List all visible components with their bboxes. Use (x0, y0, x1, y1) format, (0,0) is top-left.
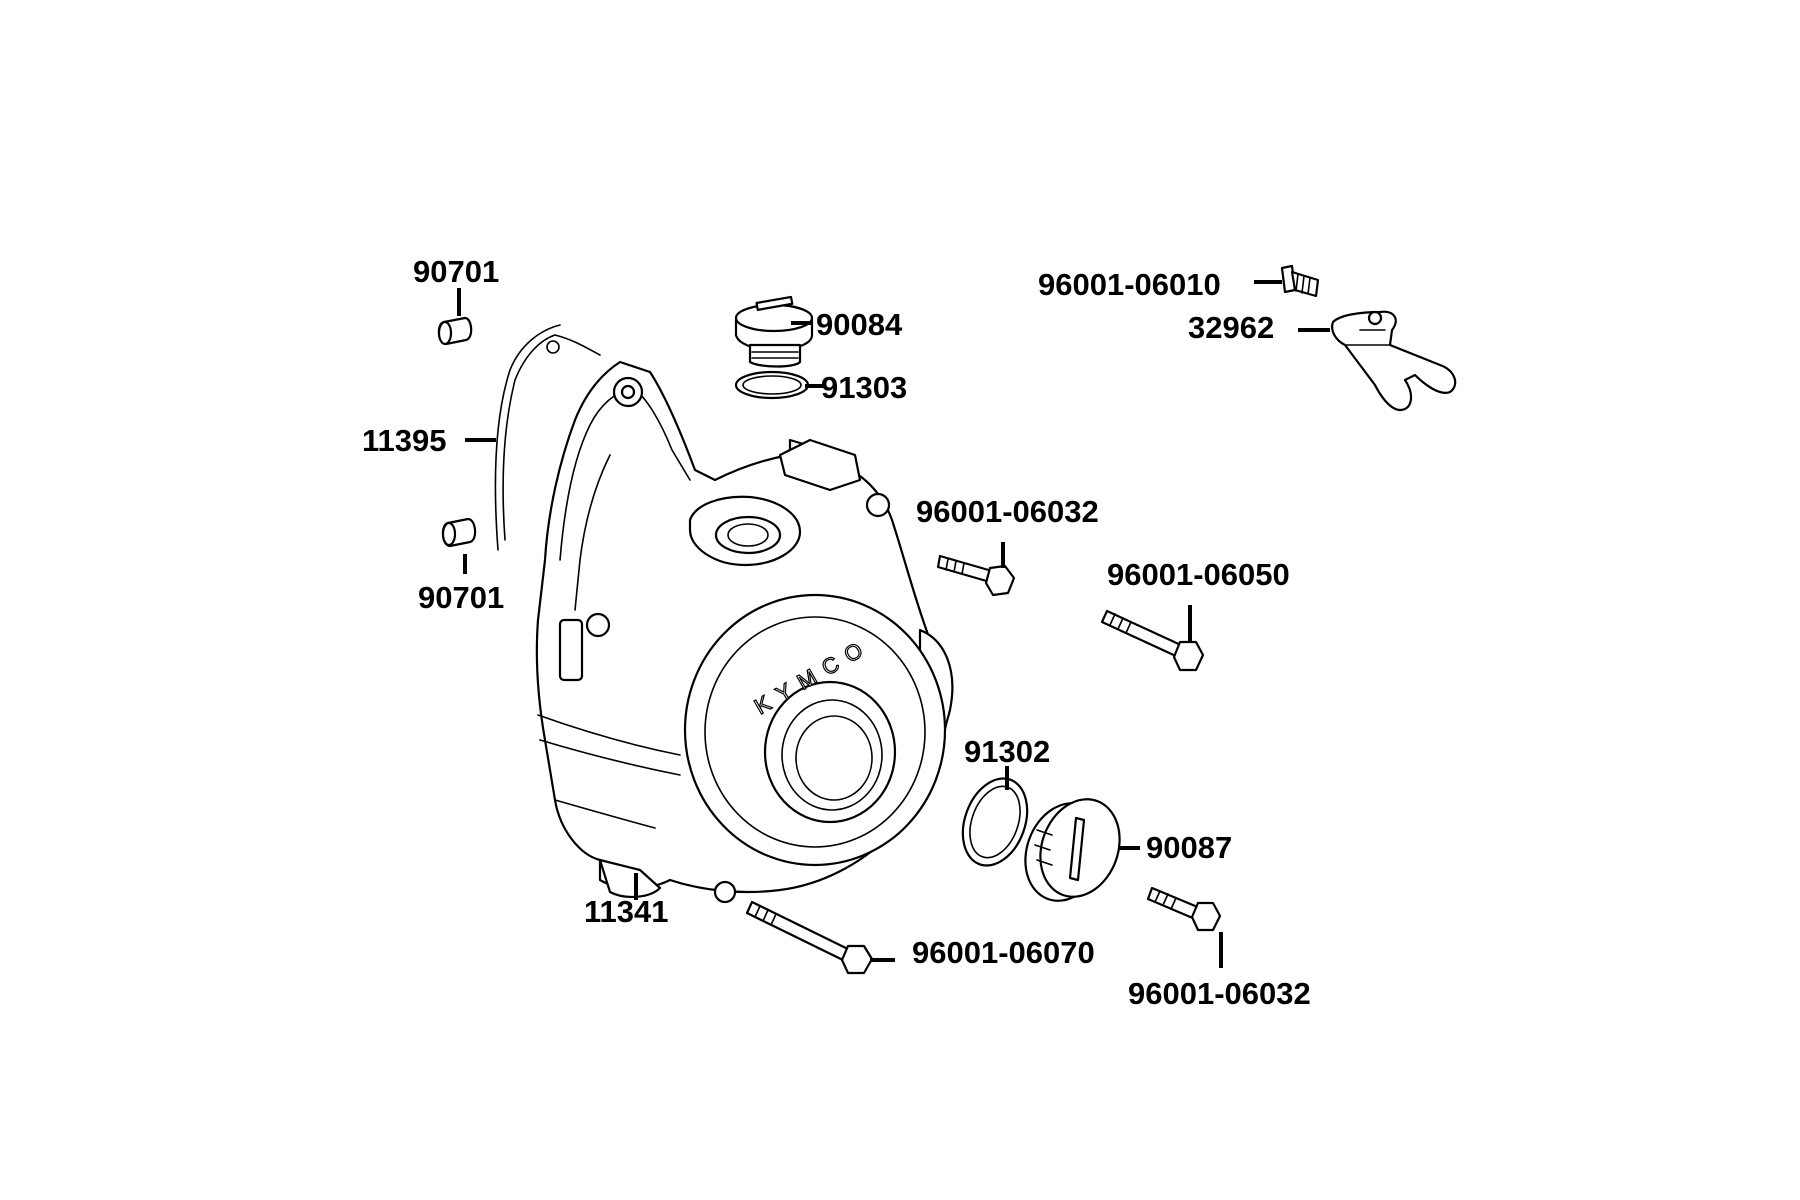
callout-cap-oring: 91302 (964, 734, 1050, 769)
callout-bolt-mid: 96001-06032 (916, 494, 1099, 529)
callout-bolt-short: 96001-06032 (1128, 976, 1311, 1011)
inspection-cap-90087 (1024, 798, 1121, 902)
bracket-32962 (1331, 310, 1457, 412)
dowel-pin-lower (441, 517, 477, 548)
callout-dowel-upper: 90701 (413, 254, 499, 289)
leader-lines (457, 280, 1330, 968)
gasket-11395 (494, 324, 601, 551)
bolt-96001-06070 (745, 900, 874, 975)
filler-cap-90084 (734, 295, 814, 368)
bolt-96001-06032-short (1146, 886, 1222, 932)
bolt-96001-06050 (1100, 609, 1205, 672)
callout-dowel-lower: 90701 (418, 580, 504, 615)
callout-bolt-long: 96001-06050 (1107, 557, 1290, 592)
callout-labels: 90701 11395 90701 90084 91303 96001-0601… (362, 254, 1311, 1011)
callout-bracket: 32962 (1188, 310, 1274, 345)
callout-filler-cap: 90084 (816, 307, 903, 342)
callout-cover: 11341 (584, 894, 669, 929)
callout-bracket-bolt: 96001-06010 (1038, 267, 1221, 302)
callout-bolt-bottom: 96001-06070 (912, 935, 1095, 970)
callout-gasket: 11395 (362, 423, 447, 458)
dowel-pin-upper (437, 316, 473, 346)
cover-11341: KYMCO (535, 360, 954, 904)
bracket-bolt-96001-06010 (1280, 264, 1320, 298)
callout-filler-oring: 91303 (821, 370, 907, 405)
oring-91302 (961, 777, 1029, 867)
callout-inspection-cap: 90087 (1146, 830, 1232, 865)
oring-91303 (734, 370, 810, 400)
